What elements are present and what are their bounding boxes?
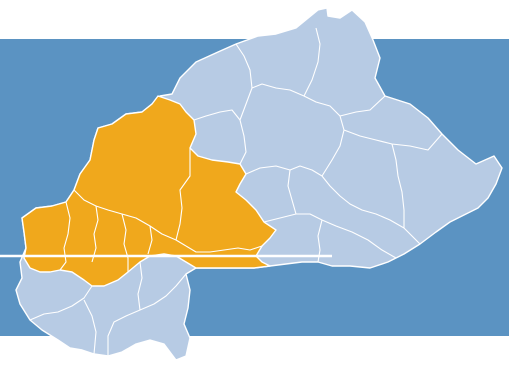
region-border [239, 83, 345, 177]
region-border [339, 95, 386, 117]
region-border [193, 109, 241, 121]
region-borders [29, 27, 443, 356]
region-border [287, 169, 297, 215]
region-border [91, 205, 99, 263]
region-border [29, 285, 93, 321]
region-border [235, 43, 253, 89]
region-border [121, 213, 129, 272]
region-border [185, 245, 263, 253]
region-border [137, 261, 143, 311]
region-border [59, 201, 71, 271]
region-border [83, 299, 97, 355]
region-border [245, 165, 421, 245]
region-border [303, 27, 321, 97]
region-border [175, 148, 191, 241]
region-border [147, 225, 153, 255]
region-border [391, 143, 405, 228]
region-border [263, 213, 397, 259]
region-border [73, 189, 187, 247]
